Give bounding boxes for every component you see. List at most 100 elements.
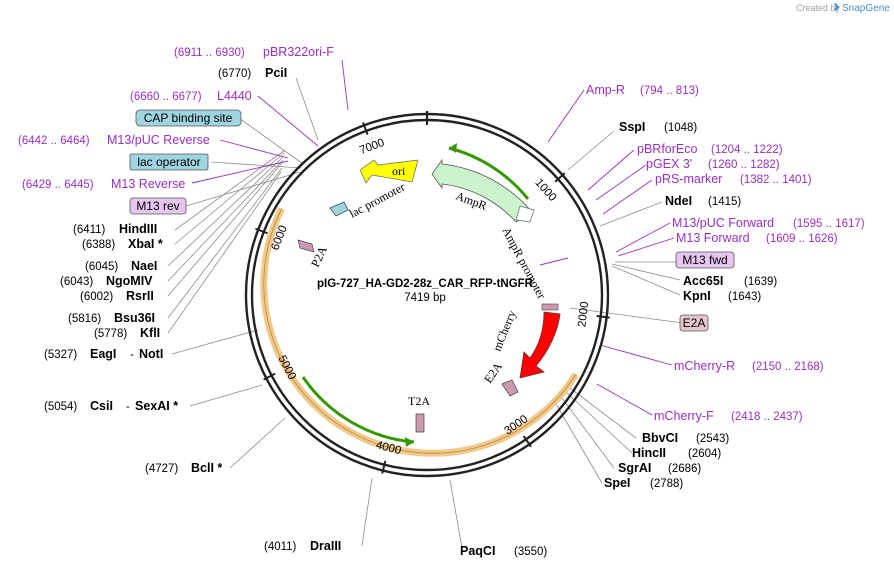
svg-text:lac operator: lac operator — [137, 155, 200, 169]
tick-label: 1000 — [532, 177, 558, 204]
kfli-pos: (5778) — [94, 328, 127, 340]
plasmid-name: pIG-727_HA-GD2-28z_CAR_RFP-tNGFR — [317, 278, 534, 290]
sexai-name: SexAI * — [135, 399, 178, 413]
snapgene-logo-icon — [834, 3, 839, 11]
rsrii-name: RsrII — [126, 289, 154, 303]
lac-promoter-label: lac promoter — [347, 180, 407, 221]
pgex3-pos: (1260 .. 1282) — [708, 159, 780, 171]
bcli-pos: (4727) — [145, 463, 178, 475]
pgex3-name: pGEX 3' — [646, 157, 692, 171]
prs-marker-name: pRS-marker — [655, 172, 722, 186]
l4440-name: L4440 — [217, 89, 252, 103]
m13puc-fwd-pos: (1595 .. 1617) — [793, 218, 865, 230]
eagi-name: EagI — [90, 347, 116, 361]
ori-arrow: ori — [359, 159, 419, 184]
kfli-name: KflI — [140, 326, 160, 340]
tick-mark — [554, 172, 566, 183]
csii-name: CsiI — [90, 399, 113, 413]
draiii-name: DraIII — [310, 539, 341, 553]
hincii-pos: (2604) — [688, 448, 721, 460]
csii-pos: (5054) — [44, 401, 77, 413]
mcherry-f-pos: (2418 .. 2437) — [731, 411, 803, 423]
sspi-name: SspI — [619, 120, 645, 134]
pbr322ori-name: pBR322ori-F — [263, 45, 334, 59]
pcii-name: PciI — [265, 66, 287, 80]
tick-mark — [255, 227, 268, 235]
p2a-arrow: P2A — [297, 239, 330, 269]
sgrai-name: SgrAI — [618, 461, 651, 475]
xbai-pos: (6388) — [82, 239, 115, 251]
l4440-pos: (6660 .. 6677) — [130, 91, 202, 103]
mcherry-f-name: mCherry-F — [654, 409, 714, 423]
leader-lines — [167, 77, 684, 549]
rsrii-pos: (6002) — [80, 291, 113, 303]
green-arrow-top-head — [449, 143, 457, 153]
xbai-name: XbaI * — [128, 237, 163, 251]
pbr322ori-pos: (6911 .. 6930) — [174, 47, 245, 59]
svg-text:E2A: E2A — [683, 316, 706, 330]
snapgene-brand: SnapGene — [842, 3, 890, 14]
prs-marker-pos: (1382 .. 1401) — [740, 174, 812, 186]
bsu36i-name: Bsu36I — [114, 311, 155, 325]
bsu36i-pos: (5816) — [68, 313, 101, 325]
lac-promoter-arrow: lac promoter — [329, 180, 407, 221]
acc65i-name: Acc65I — [683, 274, 723, 288]
svg-text:M13 rev: M13 rev — [136, 199, 179, 213]
hincii-name: HincII — [632, 446, 666, 460]
m13-fwd-box: M13 fwd — [675, 251, 735, 269]
eagi-sep: - — [130, 349, 134, 361]
csii-sep: - — [126, 401, 130, 413]
ngomiv-name: NgoMIV — [106, 274, 153, 288]
plasmid-size: 7419 bp — [404, 292, 446, 304]
green-arrow-top — [448, 146, 530, 200]
m13puc-rev-pos: (6442 .. 6464) — [18, 135, 90, 147]
hindiii-pos: (6411) — [73, 224, 106, 236]
draiii-pos: (4011) — [264, 541, 297, 553]
hindiii-name: HindIII — [119, 222, 157, 236]
bcli-name: BclI * — [191, 461, 222, 475]
kpni-pos: (1643) — [728, 291, 761, 303]
m13-forward-name: M13 Forward — [676, 231, 750, 245]
acc65i-pos: (1639) — [744, 276, 777, 288]
amp-r-name: Amp-R — [586, 83, 625, 97]
enzyme-labels: (6770) PciI SspI (1048) NdeI (1415) (641… — [44, 66, 777, 558]
primer-labels: (6911 .. 6930) pBR322ori-F (6660 .. 6677… — [18, 45, 865, 423]
m13-reverse-name: M13 Reverse — [111, 177, 185, 191]
e2a-inner-label: E2A — [481, 359, 505, 385]
noti-name: NotI — [139, 347, 163, 361]
tick-label: 2000 — [576, 301, 591, 328]
sgrai-pos: (2686) — [668, 463, 701, 475]
ndei-pos: (1415) — [708, 196, 741, 208]
spei-name: SpeI — [604, 476, 630, 490]
cap-binding-site-box: CAP binding site — [135, 109, 242, 127]
tick-mark — [362, 122, 369, 136]
tick-label: 4000 — [375, 439, 403, 457]
paqci-pos: (3550) — [514, 546, 547, 558]
created-by-label: Created by — [796, 3, 841, 13]
green-arrow-bottom-head — [405, 437, 414, 447]
pcii-pos: (6770) — [218, 68, 251, 80]
primer-lines — [191, 59, 675, 416]
ori-label: ori — [392, 164, 406, 178]
tick-mark — [522, 435, 532, 448]
mcherry-r-pos: (2150 .. 2168) — [752, 361, 824, 373]
naei-pos: (6045) — [85, 261, 118, 273]
ampr-arrow: AmpR — [431, 158, 535, 223]
e2a-arrow: E2A — [481, 359, 519, 397]
m13puc-fwd-name: M13/pUC Forward — [672, 216, 774, 230]
kpni-name: KpnI — [683, 289, 711, 303]
amp-r-pos: (794 .. 813) — [640, 85, 699, 97]
svg-text:CAP binding site: CAP binding site — [144, 111, 233, 125]
tick-mark — [381, 460, 387, 474]
tick-mark — [596, 314, 610, 319]
bbvci-pos: (2543) — [696, 433, 729, 445]
sspi-pos: (1048) — [664, 122, 697, 134]
t2a-label: T2A — [408, 394, 430, 408]
ndei-name: NdeI — [665, 194, 692, 208]
pbrforeco-name: pBRforEco — [637, 142, 697, 156]
bbvci-name: BbvCI — [642, 431, 678, 445]
mcherry-label: mCherry — [490, 308, 519, 353]
orange-band-edge — [263, 208, 577, 454]
paqci-name: PaqCI — [460, 544, 495, 558]
